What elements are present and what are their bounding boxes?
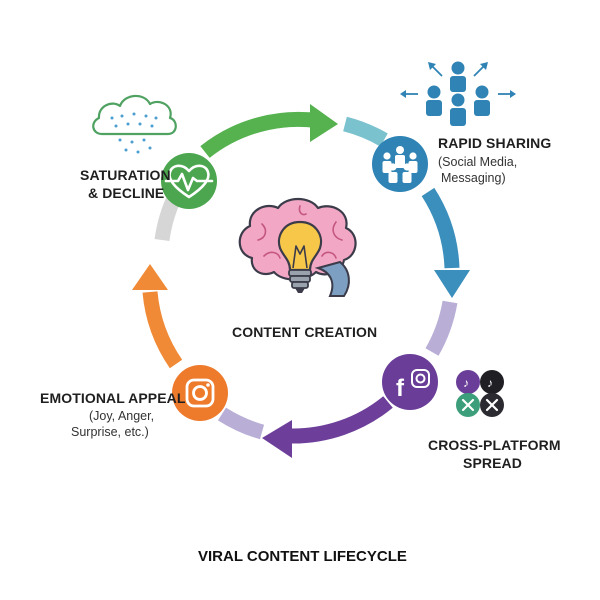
arrowhead-blue xyxy=(434,270,470,298)
stage-title-emotional-appeal: EMOTIONAL APPEAL xyxy=(40,390,186,406)
ring-segment-blue xyxy=(421,187,460,269)
ring-segment-green xyxy=(200,111,322,158)
stage-title-rapid-sharing: RAPID SHARING xyxy=(438,135,552,151)
heartbeat-icon xyxy=(164,164,214,199)
arrowhead-orange xyxy=(132,264,168,290)
node-saturation xyxy=(161,153,217,209)
arrowhead-purple xyxy=(262,420,292,458)
people-group-icon xyxy=(382,146,418,183)
ring-segment-lavender xyxy=(425,300,458,356)
facebook-icon: f xyxy=(396,375,405,402)
stage-detail-rapid-sharing-2: Messaging) xyxy=(441,171,506,185)
node-emotional-appeal xyxy=(172,365,228,421)
ring-segment-teal xyxy=(342,116,388,147)
stage-title-saturation-1: SATURATION xyxy=(80,167,171,183)
ring-segment-purple xyxy=(289,396,393,444)
instagram-icon xyxy=(185,378,215,408)
stage-title-saturation-2: & DECLINE xyxy=(88,185,165,201)
center-label: CONTENT CREATION xyxy=(232,324,378,340)
stage-detail-emotional-appeal-1: (Joy, Anger, xyxy=(89,409,155,423)
ring-segment-orange xyxy=(142,291,183,369)
stage-title-cross-platform-2: SPREAD xyxy=(463,455,522,471)
social-logos-icon: ♪ ♪ xyxy=(456,370,504,417)
diagram-title: VIRAL CONTENT LIFECYCLE xyxy=(198,548,407,565)
people-network-icon xyxy=(400,61,516,126)
stage-title-cross-platform-1: CROSS-PLATFORM xyxy=(428,437,561,453)
arrowhead-green xyxy=(310,104,338,142)
node-rapid-sharing xyxy=(372,136,428,192)
node-cross-platform: f xyxy=(382,354,438,410)
svg-text:♪: ♪ xyxy=(487,376,493,390)
stage-detail-emotional-appeal-2: Surprise, etc.) xyxy=(71,425,149,439)
ring-segment-lavender-2 xyxy=(217,407,265,440)
instagram-small-icon xyxy=(411,369,430,388)
brain-bulb-icon xyxy=(238,197,357,297)
cycle-ring xyxy=(142,111,460,444)
stage-detail-rapid-sharing-1: (Social Media, xyxy=(438,155,518,169)
cloud-rain-icon xyxy=(92,94,177,154)
svg-text:♪: ♪ xyxy=(463,376,469,390)
